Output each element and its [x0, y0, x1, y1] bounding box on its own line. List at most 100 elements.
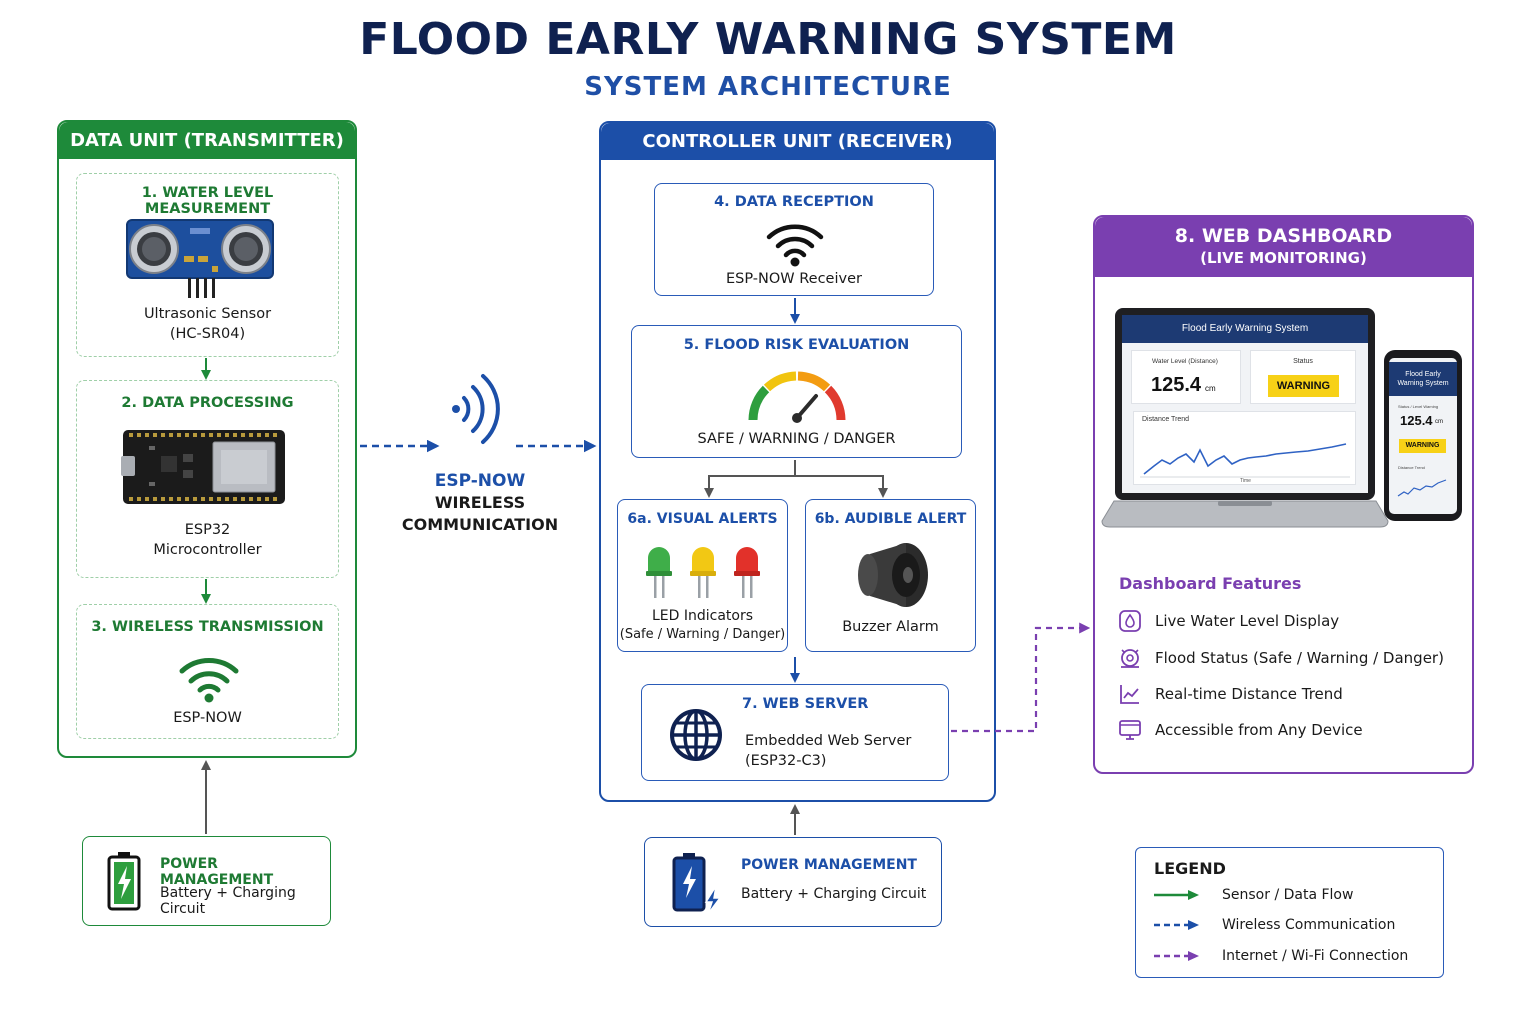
water-level-card: [1131, 350, 1241, 404]
phone-trend-label: Distance Trend: [1398, 465, 1425, 470]
page-subtitle: SYSTEM ARCHITECTURE: [584, 72, 952, 102]
power-management-receiver: POWER MANAGEMENT Battery + Charging Circ…: [644, 837, 942, 927]
step-title: 6a. VISUAL ALERTS: [627, 511, 778, 527]
dashed-blue-arrow-icon: [1154, 920, 1199, 930]
status-label: Status: [1293, 358, 1313, 365]
phone-water-value: 125.4: [1400, 413, 1433, 428]
wireless-line2: WIRELESS: [434, 493, 526, 512]
esp-now-label: ESP-NOW: [173, 710, 242, 726]
legend-item-wireless: Wireless Communication: [1154, 917, 1395, 933]
led-label: LED Indicators: [651, 608, 754, 624]
buzzer-icon: [858, 543, 928, 607]
power-management-transmitter: POWER MANAGEMENT Battery + Charging Circ…: [82, 836, 331, 926]
step-audible-alert: 6b. AUDIBLE ALERT Buzzer Alarm: [805, 499, 976, 652]
water-level-unit: cm: [1205, 384, 1216, 393]
step-title: 7. WEB SERVER: [742, 696, 869, 712]
phone-trend-chart: [1397, 479, 1447, 497]
step-data-reception: 4. DATA RECEPTION ESP-NOW Receiver: [654, 183, 934, 296]
device-monitor-icon: [1119, 720, 1141, 740]
distance-trend-label: Distance Trend: [1142, 416, 1190, 423]
legend-label: Wireless Communication: [1222, 917, 1396, 933]
step-data-processing: 2. DATA PROCESSING ESP32 Microcontroller: [76, 380, 339, 578]
phone-app-title: Flood Early Warning System: [1389, 362, 1457, 396]
dashboard-title: 8. WEB DASHBOARD: [1174, 225, 1393, 247]
laptop-app-title: Flood Early Warning System: [1122, 315, 1368, 343]
water-level-label: Water Level (Distance): [1152, 358, 1218, 365]
mcu-sub-label: Microcontroller: [153, 542, 262, 558]
step-visual-alerts: 6a. VISUAL ALERTS LED Indicators (Safe /…: [617, 499, 788, 652]
dashboard-features-title: Dashboard Features: [1119, 574, 1302, 593]
power-title: POWER MANAGEMENT: [160, 856, 274, 888]
feature-distance-trend: Real-time Distance Trend: [1118, 682, 1343, 706]
step-title: 2. DATA PROCESSING: [121, 395, 294, 411]
power-sub: Battery + Charging Circuit: [741, 886, 927, 902]
wireless-protocol-label: ESP-NOW: [434, 471, 526, 491]
sensor-model-label: (HC-SR04): [169, 326, 246, 342]
step-web-server: 7. WEB SERVER Embedded Web Server (ESP32…: [641, 684, 949, 781]
risk-gauge-icon: [748, 371, 846, 423]
feature-any-device: Accessible from Any Device: [1118, 718, 1363, 742]
step-title: 4. DATA RECEPTION: [714, 194, 874, 210]
phone-status-label: Status / Level Warning: [1398, 404, 1439, 409]
water-level-value: 125.4: [1151, 374, 1202, 396]
distance-trend-card: [1133, 411, 1356, 485]
legend: LEGEND Sensor / Data Flow Wireless Commu…: [1135, 847, 1444, 978]
step-water-level: 1. WATER LEVEL MEASUREMENT Ultrasonic Se…: [76, 173, 339, 357]
risk-levels-label: SAFE / WARNING / DANGER: [697, 431, 896, 447]
status-alert-icon: [1121, 649, 1139, 668]
power-title: POWER MANAGEMENT: [741, 857, 917, 873]
phone-title-line2: Warning System: [1397, 380, 1449, 387]
ultrasonic-sensor-icon: [126, 219, 274, 298]
wifi-icon: [179, 658, 239, 703]
data-unit-header: DATA UNIT (TRANSMITTER): [59, 122, 355, 159]
step-flood-risk-evaluation: 5. FLOOD RISK EVALUATION SAFE / WARNING …: [631, 325, 962, 458]
wireless-line3: COMMUNICATION: [401, 515, 559, 534]
receiver-label: ESP-NOW Receiver: [726, 271, 862, 287]
led-states-label: (Safe / Warning / Danger): [619, 627, 786, 642]
wifi-receiver-icon: [766, 224, 824, 267]
esp32-board-icon: [121, 430, 285, 504]
distance-trend-chart: [1140, 443, 1350, 478]
step-title: 3. WIRELESS TRANSMISSION: [91, 619, 324, 635]
feature-flood-status: Flood Status (Safe / Warning / Danger): [1118, 646, 1444, 670]
globe-icon: [670, 709, 722, 761]
feature-text: Flood Status (Safe / Warning / Danger): [1155, 649, 1444, 667]
wireless-signal-icon: [452, 374, 500, 444]
step-title: 5. FLOOD RISK EVALUATION: [683, 337, 910, 353]
solid-green-arrow-icon: [1154, 890, 1199, 900]
dashed-purple-arrow-icon: [1154, 951, 1199, 961]
web-server-chip-label: (ESP32-C3): [745, 753, 827, 769]
step-title: 6b. AUDIBLE ALERT: [814, 511, 967, 527]
battery-charging-icon: [107, 852, 141, 911]
status-badge: WARNING: [1268, 375, 1339, 397]
page-title: FLOOD EARLY WARNING SYSTEM: [359, 14, 1177, 65]
feature-text: Real-time Distance Trend: [1155, 685, 1343, 703]
legend-title: LEGEND: [1154, 859, 1226, 878]
dashboard-subtitle: (LIVE MONITORING): [1200, 249, 1367, 267]
buzzer-label: Buzzer Alarm: [842, 619, 939, 635]
web-dashboard-header: 8. WEB DASHBOARD (LIVE MONITORING): [1095, 217, 1472, 277]
battery-bolt-icon: [672, 853, 722, 915]
sensor-label: Ultrasonic Sensor: [143, 306, 272, 322]
legend-item-data-flow: Sensor / Data Flow: [1154, 887, 1353, 903]
legend-item-internet: Internet / Wi-Fi Connection: [1154, 948, 1408, 964]
feature-text: Live Water Level Display: [1155, 612, 1340, 630]
wireless-communication-label: ESP-NOW WIRELESS COMMUNICATION: [400, 470, 560, 536]
feature-live-water-level: Live Water Level Display: [1118, 609, 1339, 633]
power-sub: Battery + Charging Circuit: [160, 885, 296, 917]
legend-label: Internet / Wi-Fi Connection: [1222, 948, 1409, 964]
water-drop-icon: [1119, 610, 1141, 632]
phone-title-line1: Flood Early: [1405, 371, 1441, 378]
step-wireless-transmission: 3. WIRELESS TRANSMISSION ESP-NOW: [76, 604, 339, 739]
phone-status-badge: WARNING: [1399, 439, 1446, 453]
web-server-label: Embedded Web Server: [745, 733, 912, 749]
laptop-base: [1101, 500, 1389, 528]
led-indicators-icon: [646, 547, 760, 598]
trend-chart-icon: [1120, 685, 1139, 704]
trend-axis-label: Time: [1240, 478, 1251, 484]
controller-unit-header: CONTROLLER UNIT (RECEIVER): [601, 123, 994, 160]
step-title: 1. WATER LEVEL MEASUREMENT: [141, 185, 274, 217]
phone-water-unit: cm: [1435, 419, 1443, 425]
feature-text: Accessible from Any Device: [1155, 721, 1363, 739]
mcu-label: ESP32: [184, 522, 231, 538]
